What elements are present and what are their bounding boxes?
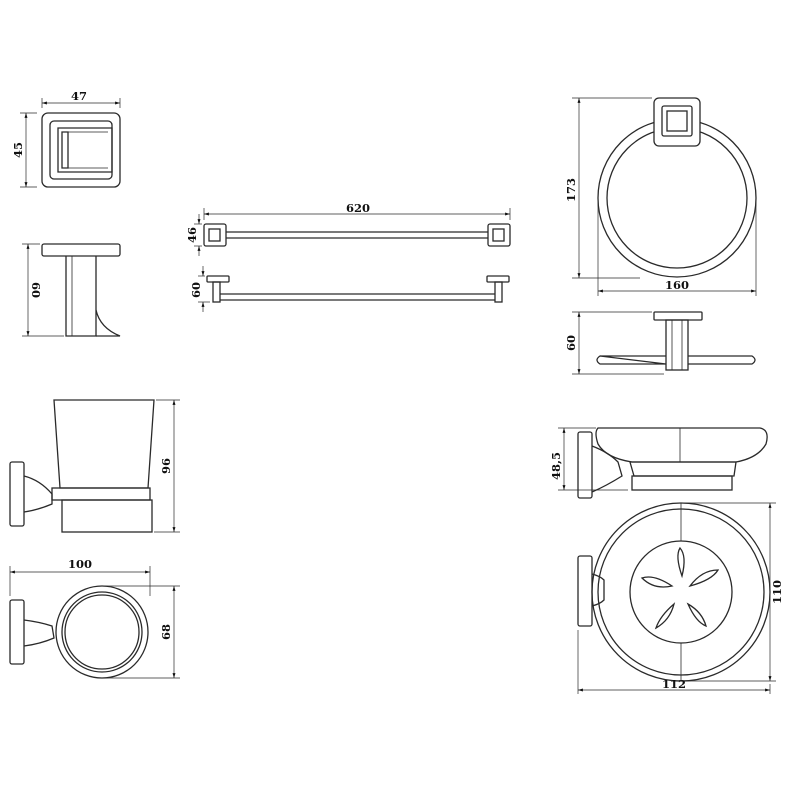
towel-bar-projection-label: 60: [189, 282, 203, 298]
drain-slots: [640, 546, 720, 630]
tumbler-width-label: 68: [159, 624, 173, 640]
soap-dish-height-label: 48,5: [549, 452, 563, 480]
robe-hook-projection-label: 60: [29, 282, 43, 298]
robe-hook-projection-dimension: 60: [22, 243, 64, 337]
towel-ring-width-dimension: 160: [597, 200, 757, 296]
robe-hook-width-label: 47: [71, 89, 87, 103]
towel-bar-height-dimension: 46: [185, 214, 202, 256]
soap-dish-depth-dimension: 112: [577, 630, 771, 694]
towel-ring-front-view: [597, 97, 757, 278]
soap-dish-height-dimension: 48,5: [549, 427, 628, 491]
tumbler-height-dimension: 96: [154, 399, 180, 533]
towel-bar-height-label: 46: [185, 227, 199, 243]
towel-bar-length-dimension: 620: [203, 201, 511, 220]
soap-dish-top-view: [577, 502, 771, 682]
tumbler-depth-label: 100: [68, 557, 92, 571]
towel-ring-height-label: 173: [564, 178, 578, 202]
robe-hook-width-dimension: 47: [41, 89, 121, 108]
robe-hook-side-view: [41, 243, 121, 337]
robe-hook-height-label: 45: [11, 142, 25, 158]
towel-ring-width-label: 160: [665, 278, 689, 292]
tumbler-height-label: 96: [159, 458, 173, 474]
soap-dish-width-dimension: 110: [684, 502, 784, 682]
towel-ring-height-dimension: 173: [564, 97, 652, 279]
towel-bar-front-view: [203, 223, 511, 247]
robe-hook-front-view: [41, 112, 121, 188]
towel-bar-length-label: 620: [346, 201, 370, 215]
towel-ring-projection-dimension: 60: [564, 311, 664, 375]
tumbler-depth-dimension: 100: [9, 557, 151, 596]
tumbler-holder-top-view: [9, 585, 149, 679]
soap-dish-side-view: [577, 427, 768, 499]
soap-dish-width-label: 110: [770, 580, 784, 604]
towel-bar-projection-dimension: 60: [189, 266, 210, 312]
towel-ring-projection-label: 60: [564, 335, 578, 351]
tumbler-width-dimension: 68: [104, 585, 180, 679]
tumbler-holder-side-view: [9, 399, 155, 533]
towel-bar-top-view: [206, 275, 510, 303]
robe-hook-height-dimension: 45: [11, 112, 37, 188]
soap-dish-depth-label: 112: [662, 677, 686, 691]
towel-ring-side-view: [596, 311, 756, 371]
